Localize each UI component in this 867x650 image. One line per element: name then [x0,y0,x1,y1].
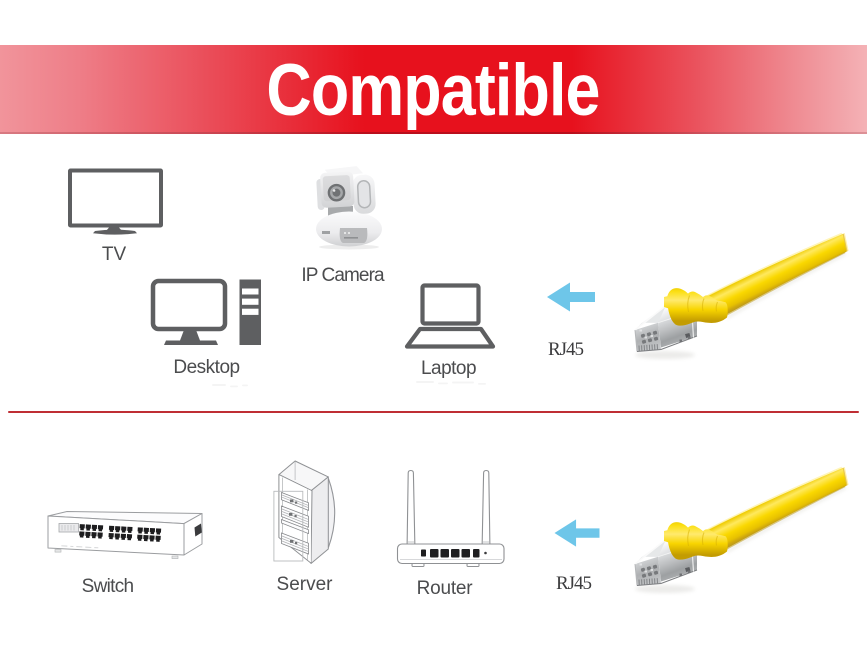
laptop-icon [404,283,496,349]
laptop-label: Laptop [420,357,477,379]
ip-camera-label: IP Camera [301,264,384,286]
patch-cable-photo-bottom [615,449,867,599]
arrow-left-icon-bottom [554,519,600,547]
banner-underline [0,132,867,134]
switch-icon [47,511,203,559]
desktop-label: Desktop [173,356,240,378]
ip-camera-icon [316,166,382,250]
banner: Compatible [0,45,867,134]
patch-cable-photo-top [615,215,867,365]
tv-label: TV [101,244,127,265]
arrow-left-icon-top [547,282,595,312]
banner-title: Compatible [266,50,600,131]
desktop-icon [150,278,261,345]
rj45-label-bottom: RJ45 [555,572,592,594]
switch-label: Switch [81,576,134,597]
divider-line [8,410,859,413]
tv-icon [68,168,163,235]
rj45-label-top: RJ45 [547,338,584,360]
router-icon [396,469,505,567]
server-icon [273,460,336,564]
router-label: Router [416,577,473,599]
server-label: Server [276,573,333,595]
faint-smudges [212,381,486,388]
